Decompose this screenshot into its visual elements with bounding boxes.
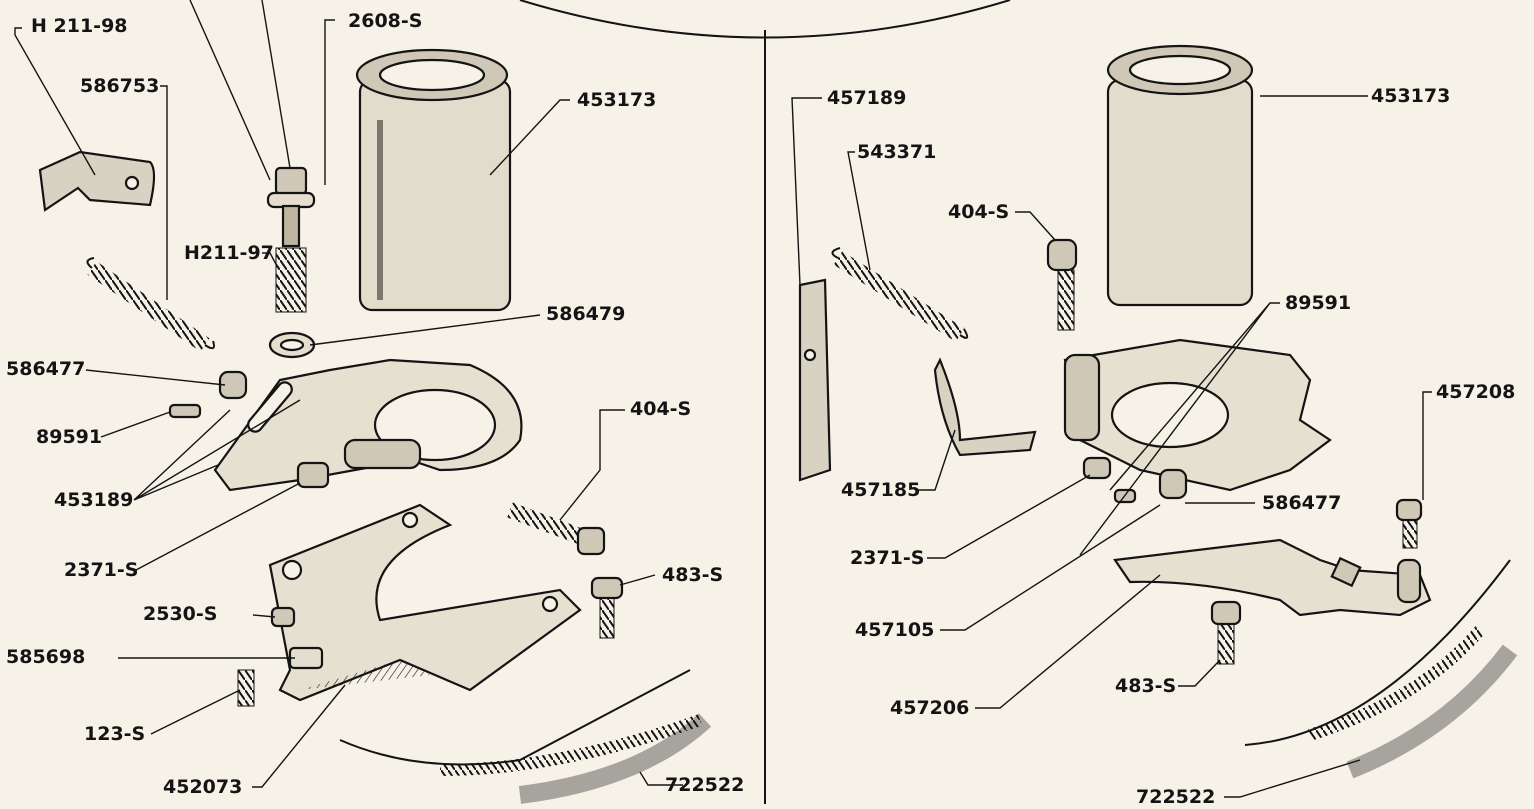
lever-part — [933, 357, 1037, 457]
label-2371-s-right: 2371-S — [850, 547, 925, 569]
bolt-483-part-left — [590, 576, 624, 639]
cable-part-right — [1244, 559, 1518, 779]
label-722522-left: 722522 — [665, 774, 745, 796]
label-h211-97: H211-97 — [184, 242, 274, 264]
cylinder-part-left — [355, 48, 512, 312]
label-457185: 457185 — [841, 479, 921, 501]
label-585698: 585698 — [6, 646, 86, 668]
label-586753: 586753 — [80, 75, 160, 97]
plate-part-left — [213, 358, 523, 492]
spring-part-right — [831, 247, 969, 342]
leader-lines — [14, 0, 1432, 798]
bolt-part-left — [507, 502, 606, 556]
label-586479: 586479 — [546, 303, 626, 325]
label-543371: 543371 — [857, 141, 937, 163]
bar-part — [798, 278, 832, 482]
hex-nut-part — [296, 461, 330, 489]
label-483-s-right: 483-S — [1115, 675, 1177, 697]
bracket-part — [38, 150, 156, 212]
bar-hole — [803, 348, 817, 362]
bracket-plate-part-left — [268, 503, 582, 702]
screw-part-left — [168, 403, 202, 419]
label-404-s-left: 404-S — [630, 398, 692, 420]
label-453189: 453189 — [54, 489, 134, 511]
label-457189: 457189 — [827, 87, 907, 109]
cable-part-left — [339, 669, 712, 804]
bolt-483-part-right — [1210, 600, 1242, 665]
label-2371-s-left: 2371-S — [64, 559, 139, 581]
label-457208: 457208 — [1436, 381, 1516, 403]
spring-part-left — [86, 257, 215, 352]
cylinder-part-right — [1106, 44, 1254, 307]
label-453173-right: 453173 — [1371, 85, 1451, 107]
label-h211-98: H 211-98 — [31, 15, 128, 37]
label-404-s-right: 404-S — [948, 201, 1010, 223]
valve-part — [266, 166, 316, 313]
washer-hole — [279, 338, 305, 352]
hex-nut-right — [1082, 456, 1112, 480]
label-2530-s: 2530-S — [143, 603, 218, 625]
label-586477-left: 586477 — [6, 358, 86, 380]
screw-123-part — [237, 669, 255, 707]
label-123-s: 123-S — [84, 723, 146, 745]
label-2608-s: 2608-S — [348, 10, 423, 32]
plate-part-right — [1063, 338, 1332, 492]
bracket-plate-part-right — [1113, 538, 1432, 617]
bolt-part-right — [1046, 238, 1078, 331]
bolt-457208-part — [1395, 498, 1423, 549]
label-457206: 457206 — [890, 697, 970, 719]
label-483-s-left: 483-S — [662, 564, 724, 586]
nut-2530-part — [270, 606, 296, 628]
label-586477-right: 586477 — [1262, 492, 1342, 514]
label-453173-left: 453173 — [577, 89, 657, 111]
nut-part-right — [1158, 468, 1188, 500]
label-457105: 457105 — [855, 619, 935, 641]
label-722522-right: 722522 — [1136, 786, 1216, 808]
label-89591-left: 89591 — [36, 426, 103, 448]
label-89591-right: 89591 — [1285, 292, 1352, 314]
label-452073: 452073 — [163, 776, 243, 798]
